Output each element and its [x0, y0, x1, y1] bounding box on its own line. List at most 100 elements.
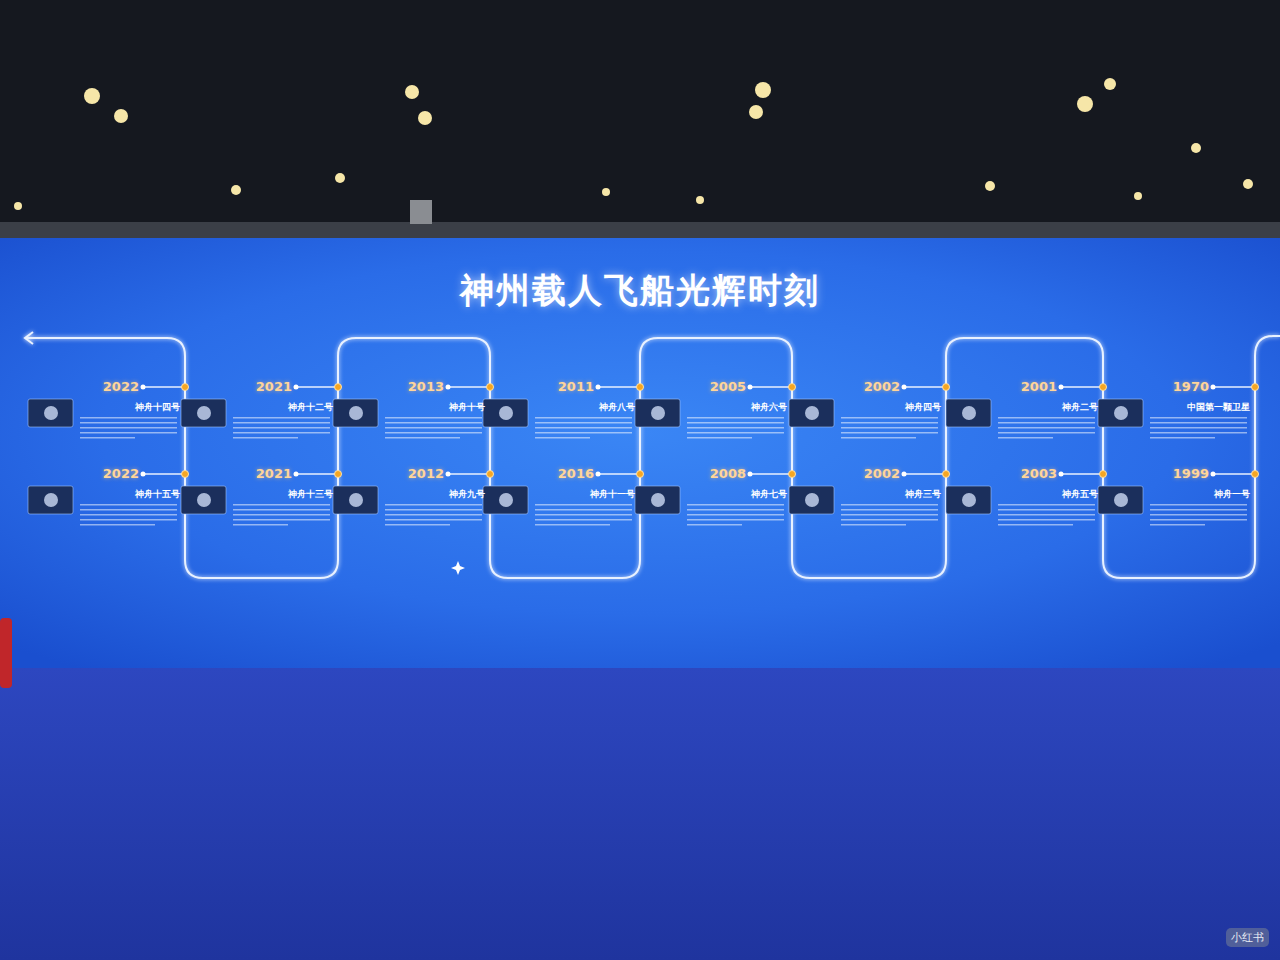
body-text-line — [1150, 437, 1215, 439]
body-text-line — [80, 504, 177, 506]
sparkle — [451, 561, 465, 575]
body-text-line — [998, 509, 1095, 511]
tick-line — [904, 386, 946, 388]
year-label: 2005 — [632, 377, 790, 397]
photo-figure — [805, 493, 819, 507]
body-text-line — [841, 514, 938, 516]
tick-line — [598, 473, 640, 475]
tick-line — [598, 386, 640, 388]
photo-figure — [651, 493, 665, 507]
year-label: 2021 — [178, 464, 336, 484]
photo-figure — [499, 406, 513, 420]
mission-name: 神舟六号 — [632, 401, 790, 413]
body-text-line — [998, 524, 1073, 526]
year-label: 2003 — [943, 464, 1101, 484]
tick-line — [1061, 473, 1103, 475]
body-text-line — [385, 427, 482, 429]
body-text-line — [385, 432, 482, 434]
body-text-line — [385, 422, 482, 424]
photo-figure — [197, 493, 211, 507]
body-text-line — [535, 514, 632, 516]
body-text-line — [1150, 432, 1247, 434]
body-text-line — [687, 509, 784, 511]
body-text-line — [535, 437, 590, 439]
photo-figure — [962, 406, 976, 420]
photo-figure — [1114, 406, 1128, 420]
mission-name: 神舟十一号 — [480, 488, 638, 500]
year-dot — [748, 385, 753, 390]
year-dot — [1059, 385, 1064, 390]
carpet — [0, 668, 1280, 960]
body-text-line — [80, 514, 177, 516]
mission-name: 中国第一颗卫星 — [1095, 401, 1253, 413]
year-label: 2002 — [786, 464, 944, 484]
body-text-line — [535, 422, 632, 424]
timeline-entry: 2001神舟二号 — [943, 377, 1101, 413]
year-dot — [294, 472, 299, 477]
timeline-entry: 2016神舟十一号 — [480, 464, 638, 500]
timeline-entry: 2008神舟七号 — [632, 464, 790, 500]
year-label: 2002 — [786, 377, 944, 397]
photo-figure — [1114, 493, 1128, 507]
body-text-line — [385, 509, 482, 511]
body-text-line — [233, 417, 330, 419]
timeline-dot — [335, 384, 342, 391]
mission-name: 神舟二号 — [943, 401, 1101, 413]
body-text-line — [998, 504, 1095, 506]
timeline-dot — [487, 384, 494, 391]
year-label: 2011 — [480, 377, 638, 397]
mission-name: 神舟四号 — [786, 401, 944, 413]
body-text-line — [687, 504, 784, 506]
year-dot — [596, 385, 601, 390]
year-label: 2022 — [25, 464, 183, 484]
photo-figure — [651, 406, 665, 420]
photo-thumbnail — [635, 399, 680, 427]
year-dot — [902, 385, 907, 390]
body-text-line — [385, 524, 450, 526]
body-text-line — [841, 509, 938, 511]
mission-name: 神舟八号 — [480, 401, 638, 413]
mission-name: 神舟十四号 — [25, 401, 183, 413]
body-text-line — [385, 504, 482, 506]
year-dot — [1059, 472, 1064, 477]
photo-figure — [44, 493, 58, 507]
tick-line — [296, 473, 338, 475]
body-text-line — [1150, 417, 1247, 419]
body-text-line — [841, 432, 938, 434]
mission-name: 神舟三号 — [786, 488, 944, 500]
ceiling — [0, 0, 1280, 225]
photo-thumbnail — [1098, 399, 1143, 427]
timeline-dot — [1252, 384, 1259, 391]
timeline-dot — [1100, 384, 1107, 391]
body-text-line — [841, 504, 938, 506]
body-text-line — [841, 524, 906, 526]
timeline-dot — [943, 471, 950, 478]
photo-figure — [349, 493, 363, 507]
body-text-line — [1150, 509, 1247, 511]
beam — [0, 222, 1280, 238]
year-label: 1999 — [1095, 464, 1253, 484]
tick-line — [1213, 473, 1255, 475]
body-text-line — [535, 432, 632, 434]
body-text-line — [233, 437, 298, 439]
body-text-line — [80, 524, 155, 526]
body-text-line — [233, 422, 330, 424]
body-text-line — [687, 427, 784, 429]
body-text-line — [535, 427, 632, 429]
year-dot — [748, 472, 753, 477]
timeline-dot — [487, 471, 494, 478]
photo-thumbnail — [181, 486, 226, 514]
mission-name: 神舟十五号 — [25, 488, 183, 500]
body-text-line — [233, 427, 330, 429]
timeline-path — [25, 332, 1280, 578]
year-label: 2008 — [632, 464, 790, 484]
timeline-entry: 1970中国第一颗卫星 — [1095, 377, 1253, 413]
body-text-line — [998, 432, 1095, 434]
body-text-line — [841, 427, 938, 429]
entry-decor — [28, 384, 1259, 526]
tick-line — [296, 386, 338, 388]
tick-line — [1061, 386, 1103, 388]
body-text-line — [1150, 427, 1247, 429]
body-text-line — [535, 504, 632, 506]
timeline-dot — [1252, 471, 1259, 478]
